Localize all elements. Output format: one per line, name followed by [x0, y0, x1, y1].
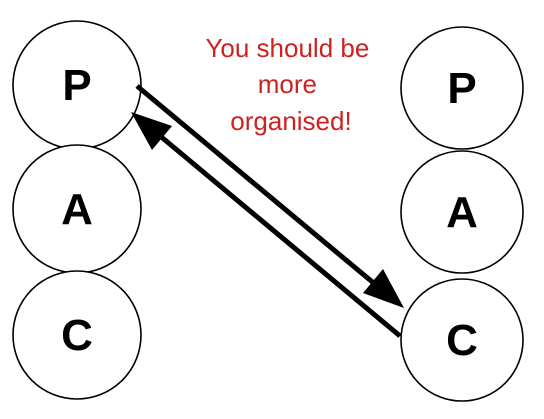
left-p-label: P — [62, 61, 91, 110]
left-stack: P A C — [12, 20, 142, 400]
left-a-label: A — [61, 185, 93, 234]
arrow-p-to-c-head — [363, 269, 404, 308]
right-c-circle — [400, 278, 524, 402]
annotation-line-1: You should be — [205, 33, 369, 63]
right-a-circle — [400, 150, 524, 274]
right-stack: P A C — [400, 26, 524, 402]
right-p-circle — [400, 26, 524, 150]
right-a-label: A — [446, 188, 478, 237]
annotation-line-2: more — [258, 69, 317, 99]
arrow-p-to-c-line — [135, 84, 384, 292]
arrow-c-to-p-head — [131, 112, 172, 150]
left-c-label: C — [61, 311, 93, 360]
left-c-circle — [12, 270, 142, 400]
arrow-p-to-c — [135, 84, 404, 308]
arrow-c-to-p-line — [151, 128, 402, 338]
right-p-label: P — [447, 64, 476, 113]
arrow-c-to-p — [131, 112, 402, 338]
annotation-line-3: organised! — [230, 106, 351, 136]
annotation-text: You should be more organised! — [205, 33, 376, 136]
right-c-label: C — [446, 316, 478, 365]
